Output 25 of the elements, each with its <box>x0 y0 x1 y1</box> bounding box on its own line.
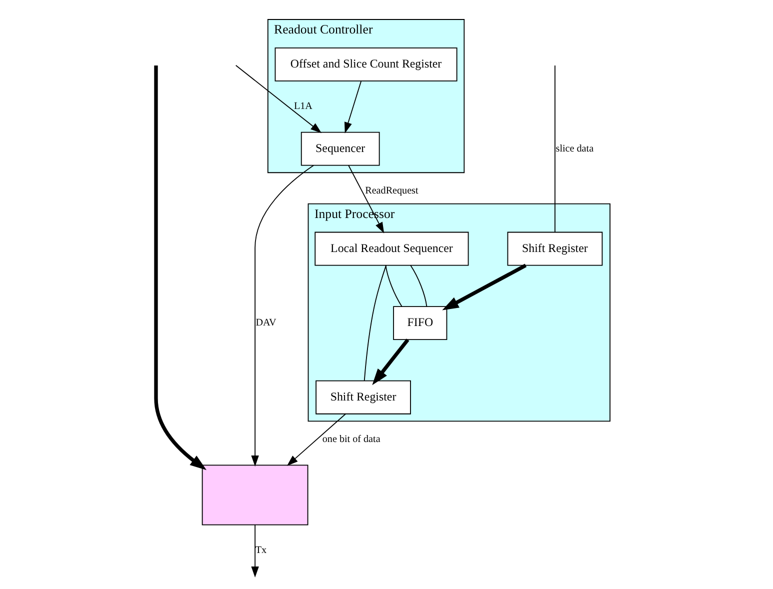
node-box: Shift Register <box>507 232 603 266</box>
arrow <box>154 65 207 470</box>
edge-label: slice data <box>556 143 594 154</box>
arrow <box>442 264 527 310</box>
connector <box>364 264 387 382</box>
node-box: Local Readout Sequencer <box>314 232 469 266</box>
connector <box>554 65 556 233</box>
node-box: Sequencer <box>300 132 380 166</box>
edge-label: DAV <box>256 318 276 329</box>
arrow <box>251 164 314 467</box>
node-box: FIFO <box>393 306 448 340</box>
arrow <box>372 338 410 386</box>
connector <box>385 264 402 307</box>
edge-label: ReadRequest <box>365 186 418 197</box>
connector <box>410 264 428 307</box>
node-box: Offset and Slice Count Register <box>274 47 458 82</box>
arrow <box>251 524 259 578</box>
arrow <box>235 64 322 134</box>
node-box: Shift Register <box>316 380 411 414</box>
edge-label: Tx <box>255 545 267 556</box>
arrow <box>344 80 362 134</box>
node-box <box>202 464 308 526</box>
arrow <box>286 413 346 466</box>
edge-label: L1A <box>294 101 312 112</box>
edge-label: one bit of data <box>322 434 380 446</box>
